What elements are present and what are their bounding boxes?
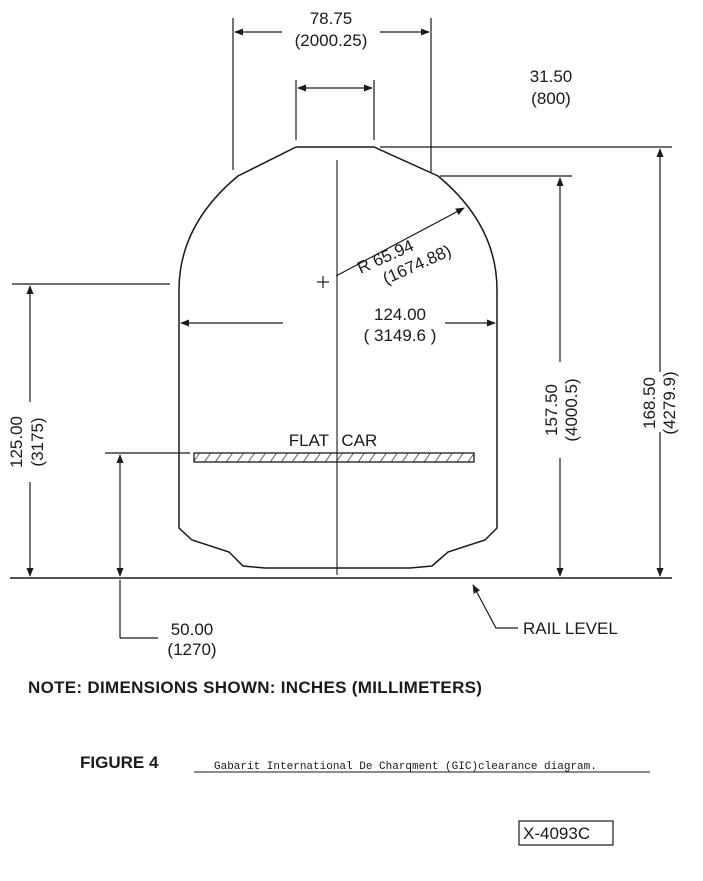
left-height-mm: (3175) [28,417,47,466]
flatcar-height-dimension [105,452,190,639]
width-mm: ( 3149.6 ) [364,326,437,345]
left-height-inches: 125.00 [7,416,26,468]
radius-arrow [335,207,465,277]
roof-flat-mm: (800) [531,89,571,108]
flatcar-height-inches: 50.00 [171,620,214,639]
rail-level-leader [472,584,518,629]
total-height-mm: (4279.9) [660,371,679,434]
top-width-inches: 78.75 [310,9,353,28]
roof-flat-inches: 31.50 [530,67,573,86]
radius-center-mark [317,276,329,288]
drawing-code: X-4093C [523,824,590,843]
top-width-mm: (2000.25) [295,31,368,50]
inner-height-mm: (4000.5) [562,378,581,441]
inner-height-dimension [440,175,572,577]
note-text: NOTE: DIMENSIONS SHOWN: INCHES (MILLIMET… [28,678,482,697]
total-height-dimension [380,146,672,577]
width-inches: 124.00 [374,305,426,324]
flat-car-deck [193,452,475,463]
top-width-dimension [232,18,432,172]
rail-level-label: RAIL LEVEL [523,619,618,638]
figure-number: FIGURE 4 [80,753,159,772]
left-height-dimension [12,283,170,577]
flatcar-height-mm: (1270) [167,640,216,659]
total-height-inches: 168.50 [640,377,659,429]
roof-flat-dimension [295,80,375,140]
inner-height-inches: 157.50 [542,384,561,436]
drawing-code-box [518,820,614,846]
flat-car-label: FLAT CAR [289,431,378,450]
clearance-outline [178,146,498,569]
figure-caption: Gabarit International De Charqment (GIC)… [214,761,597,773]
